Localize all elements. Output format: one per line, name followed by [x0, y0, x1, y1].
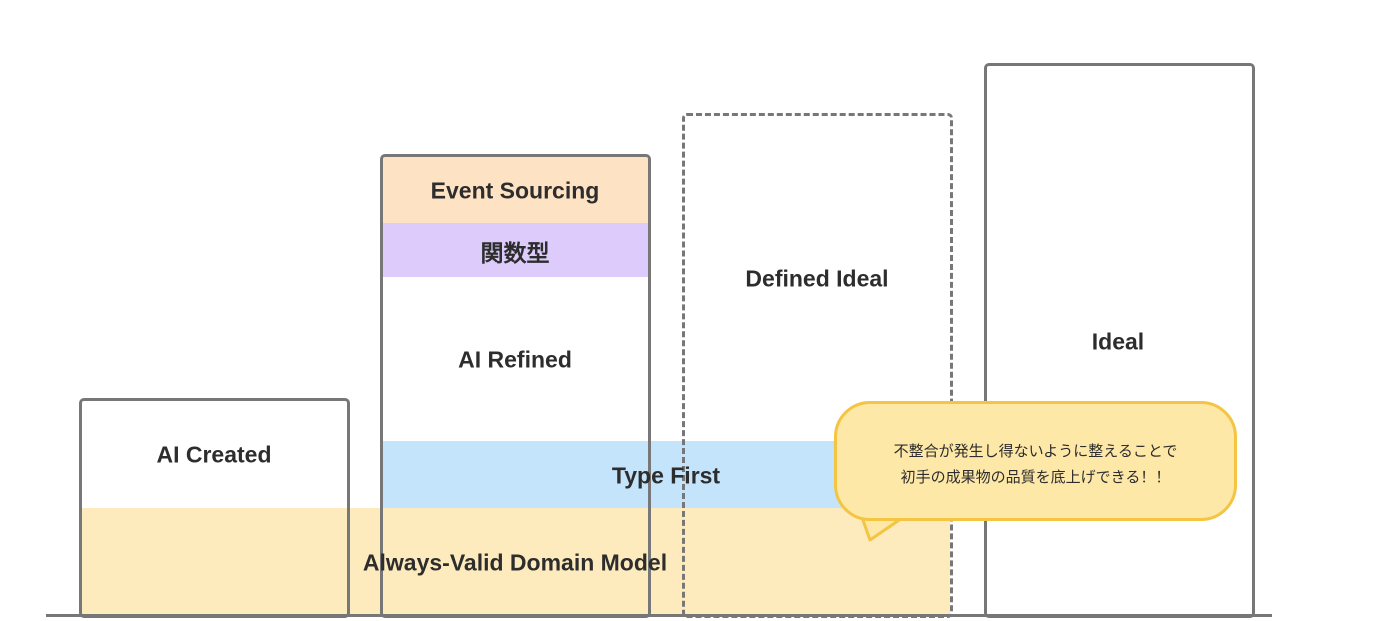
callout-bubble: 不整合が発生し得ないように整えることで 初手の成果物の品質を底上げできる！！: [834, 401, 1237, 521]
defined-ideal-label: Defined Ideal: [745, 265, 889, 292]
functional-label: 関数型: [480, 240, 550, 266]
callout-line-1: 不整合が発生し得ないように整えることで: [893, 443, 1178, 460]
domain-model-band: [80, 508, 950, 615]
ai-refined-label: AI Refined: [458, 346, 572, 373]
functional-band: [382, 223, 648, 277]
type-first-band: [382, 441, 842, 508]
ai-refined-box: [380, 154, 651, 618]
ideal-label: Ideal: [1091, 328, 1145, 355]
callout-line-2: 初手の成果物の品質を底上げできる！！: [900, 469, 1171, 486]
event-sourcing-band: [382, 157, 648, 223]
event-sourcing-label: Event Sourcing: [430, 177, 600, 204]
domain-model-label: Always-Valid Domain Model: [362, 549, 668, 576]
callout-tail-seam: [862, 503, 906, 513]
ai-created-box: [79, 398, 350, 618]
baseline: [46, 614, 1272, 617]
type-first-label: Type First: [611, 462, 721, 489]
ai-created-label: AI Created: [156, 441, 272, 468]
